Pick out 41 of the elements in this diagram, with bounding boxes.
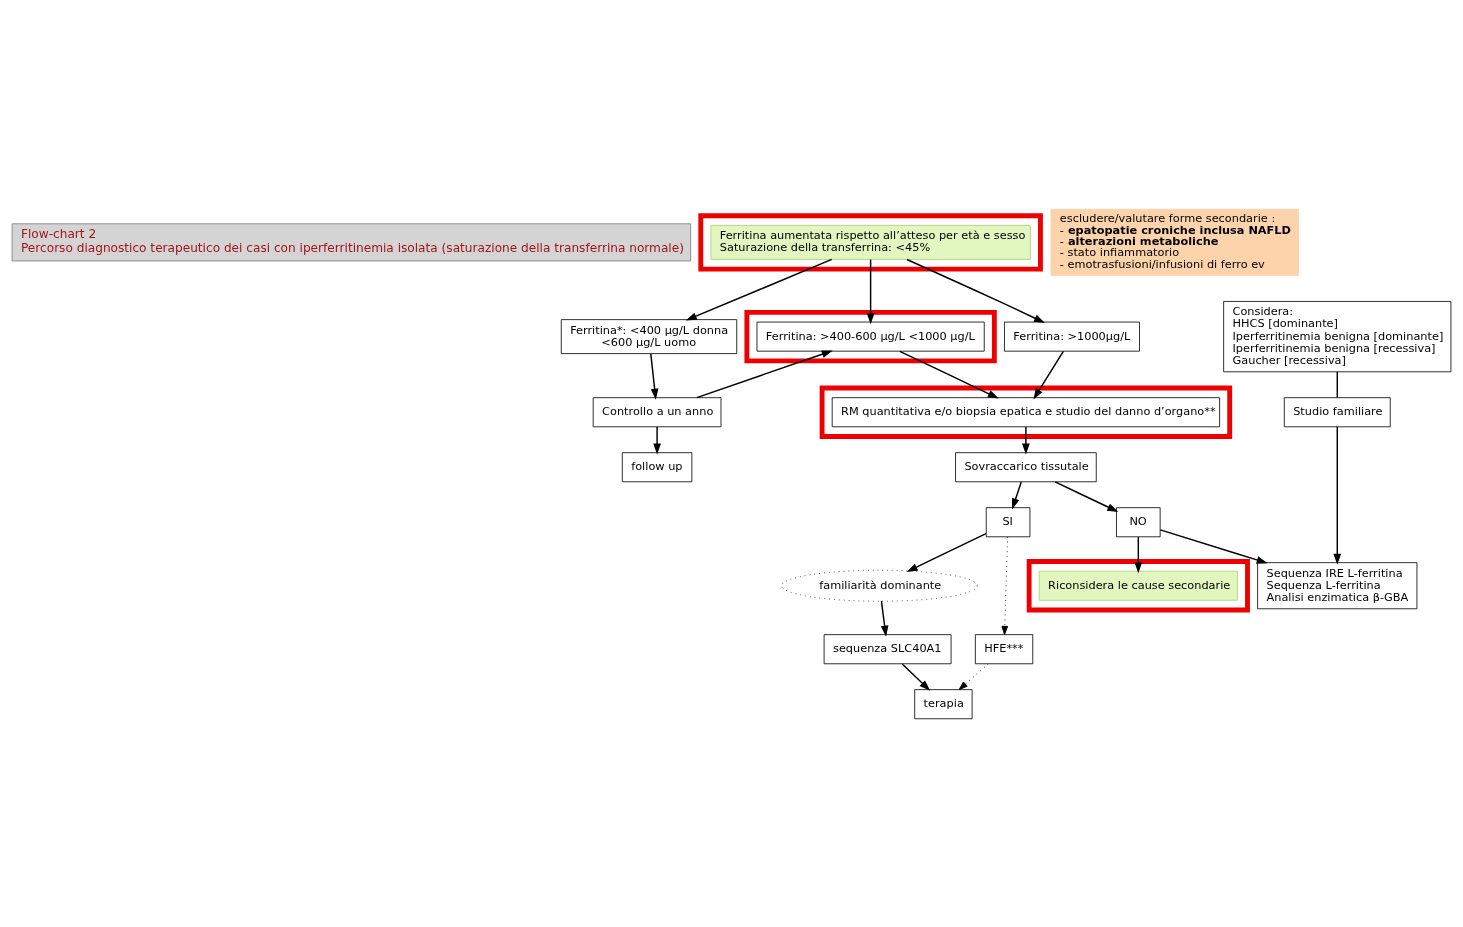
node-box: Ferritina*: <400 μg/L donna <600 μg/L uomo xyxy=(560,318,738,354)
arrow xyxy=(1333,425,1342,565)
node-box: Studio familiare xyxy=(1283,396,1391,427)
arrow xyxy=(1159,528,1268,564)
arrow xyxy=(650,352,659,400)
arrow xyxy=(1033,350,1065,399)
node-box: sequenza SLC40A1 xyxy=(823,633,952,664)
arrow xyxy=(880,599,889,637)
node-box: Ferritina: >1000μg/L xyxy=(1004,321,1140,352)
arrow xyxy=(901,662,931,691)
node-box: Controllo a un anno xyxy=(592,396,722,427)
node-box: SI xyxy=(985,506,1031,537)
arrow xyxy=(906,532,987,572)
arrow xyxy=(906,258,1045,323)
node-box: Flow-chart 2 Percorso diagnostico terapeutico dei casi con iperferritinemia isolata (saturazione della transferrina normale) xyxy=(11,222,692,261)
arrow xyxy=(1022,425,1030,454)
arrow xyxy=(1054,480,1119,512)
arrow xyxy=(685,258,833,320)
arrow xyxy=(696,350,833,398)
arrow xyxy=(958,663,989,690)
node-box: Ferritina aumentata rispetto all’atteso per età e sesso Saturazione della transferrina: <45% xyxy=(710,224,1031,260)
node-box: Sovraccarico tissutale xyxy=(955,451,1097,482)
arrow xyxy=(899,350,999,399)
arrow xyxy=(866,258,875,324)
cluster xyxy=(698,212,1043,271)
node-ellipse: familiarità dominante xyxy=(781,569,978,602)
node-box: Sequenza IRE L-ferritina Sequenza L-ferritina Analisi enzimatica β-GBA xyxy=(1257,561,1418,609)
arrow xyxy=(1011,480,1022,509)
node-box: follow up xyxy=(621,451,693,482)
arrow xyxy=(1001,535,1009,635)
node-box: Riconsidera le cause secondarie xyxy=(1038,570,1238,601)
node-box: Considera: HHCS [dominante] Iperferritinemia benigna [dominante] Iperferritinemia benigna [recessiva] Gaucher [recessiva] xyxy=(1223,300,1452,372)
node-box: escludere/valutare forme secondarie : - epatopatie croniche inclusa NAFLD - alterazioni metaboliche - stato infiammatorio - emotrasfusioni/infusioni di ferro ev xyxy=(1050,208,1299,276)
node-box: terapia xyxy=(914,688,973,719)
connector xyxy=(1336,370,1338,398)
node-box: RM quantitativa e/o biopsia epatica e studio del danno d’organo** xyxy=(831,396,1220,427)
arrow xyxy=(653,425,661,454)
node-box: NO xyxy=(1116,506,1161,537)
node-box: HFE*** xyxy=(974,633,1034,664)
arrow xyxy=(1134,535,1143,573)
node-box: Ferritina: >400-600 μg/L <1000 μg/L xyxy=(756,321,985,352)
